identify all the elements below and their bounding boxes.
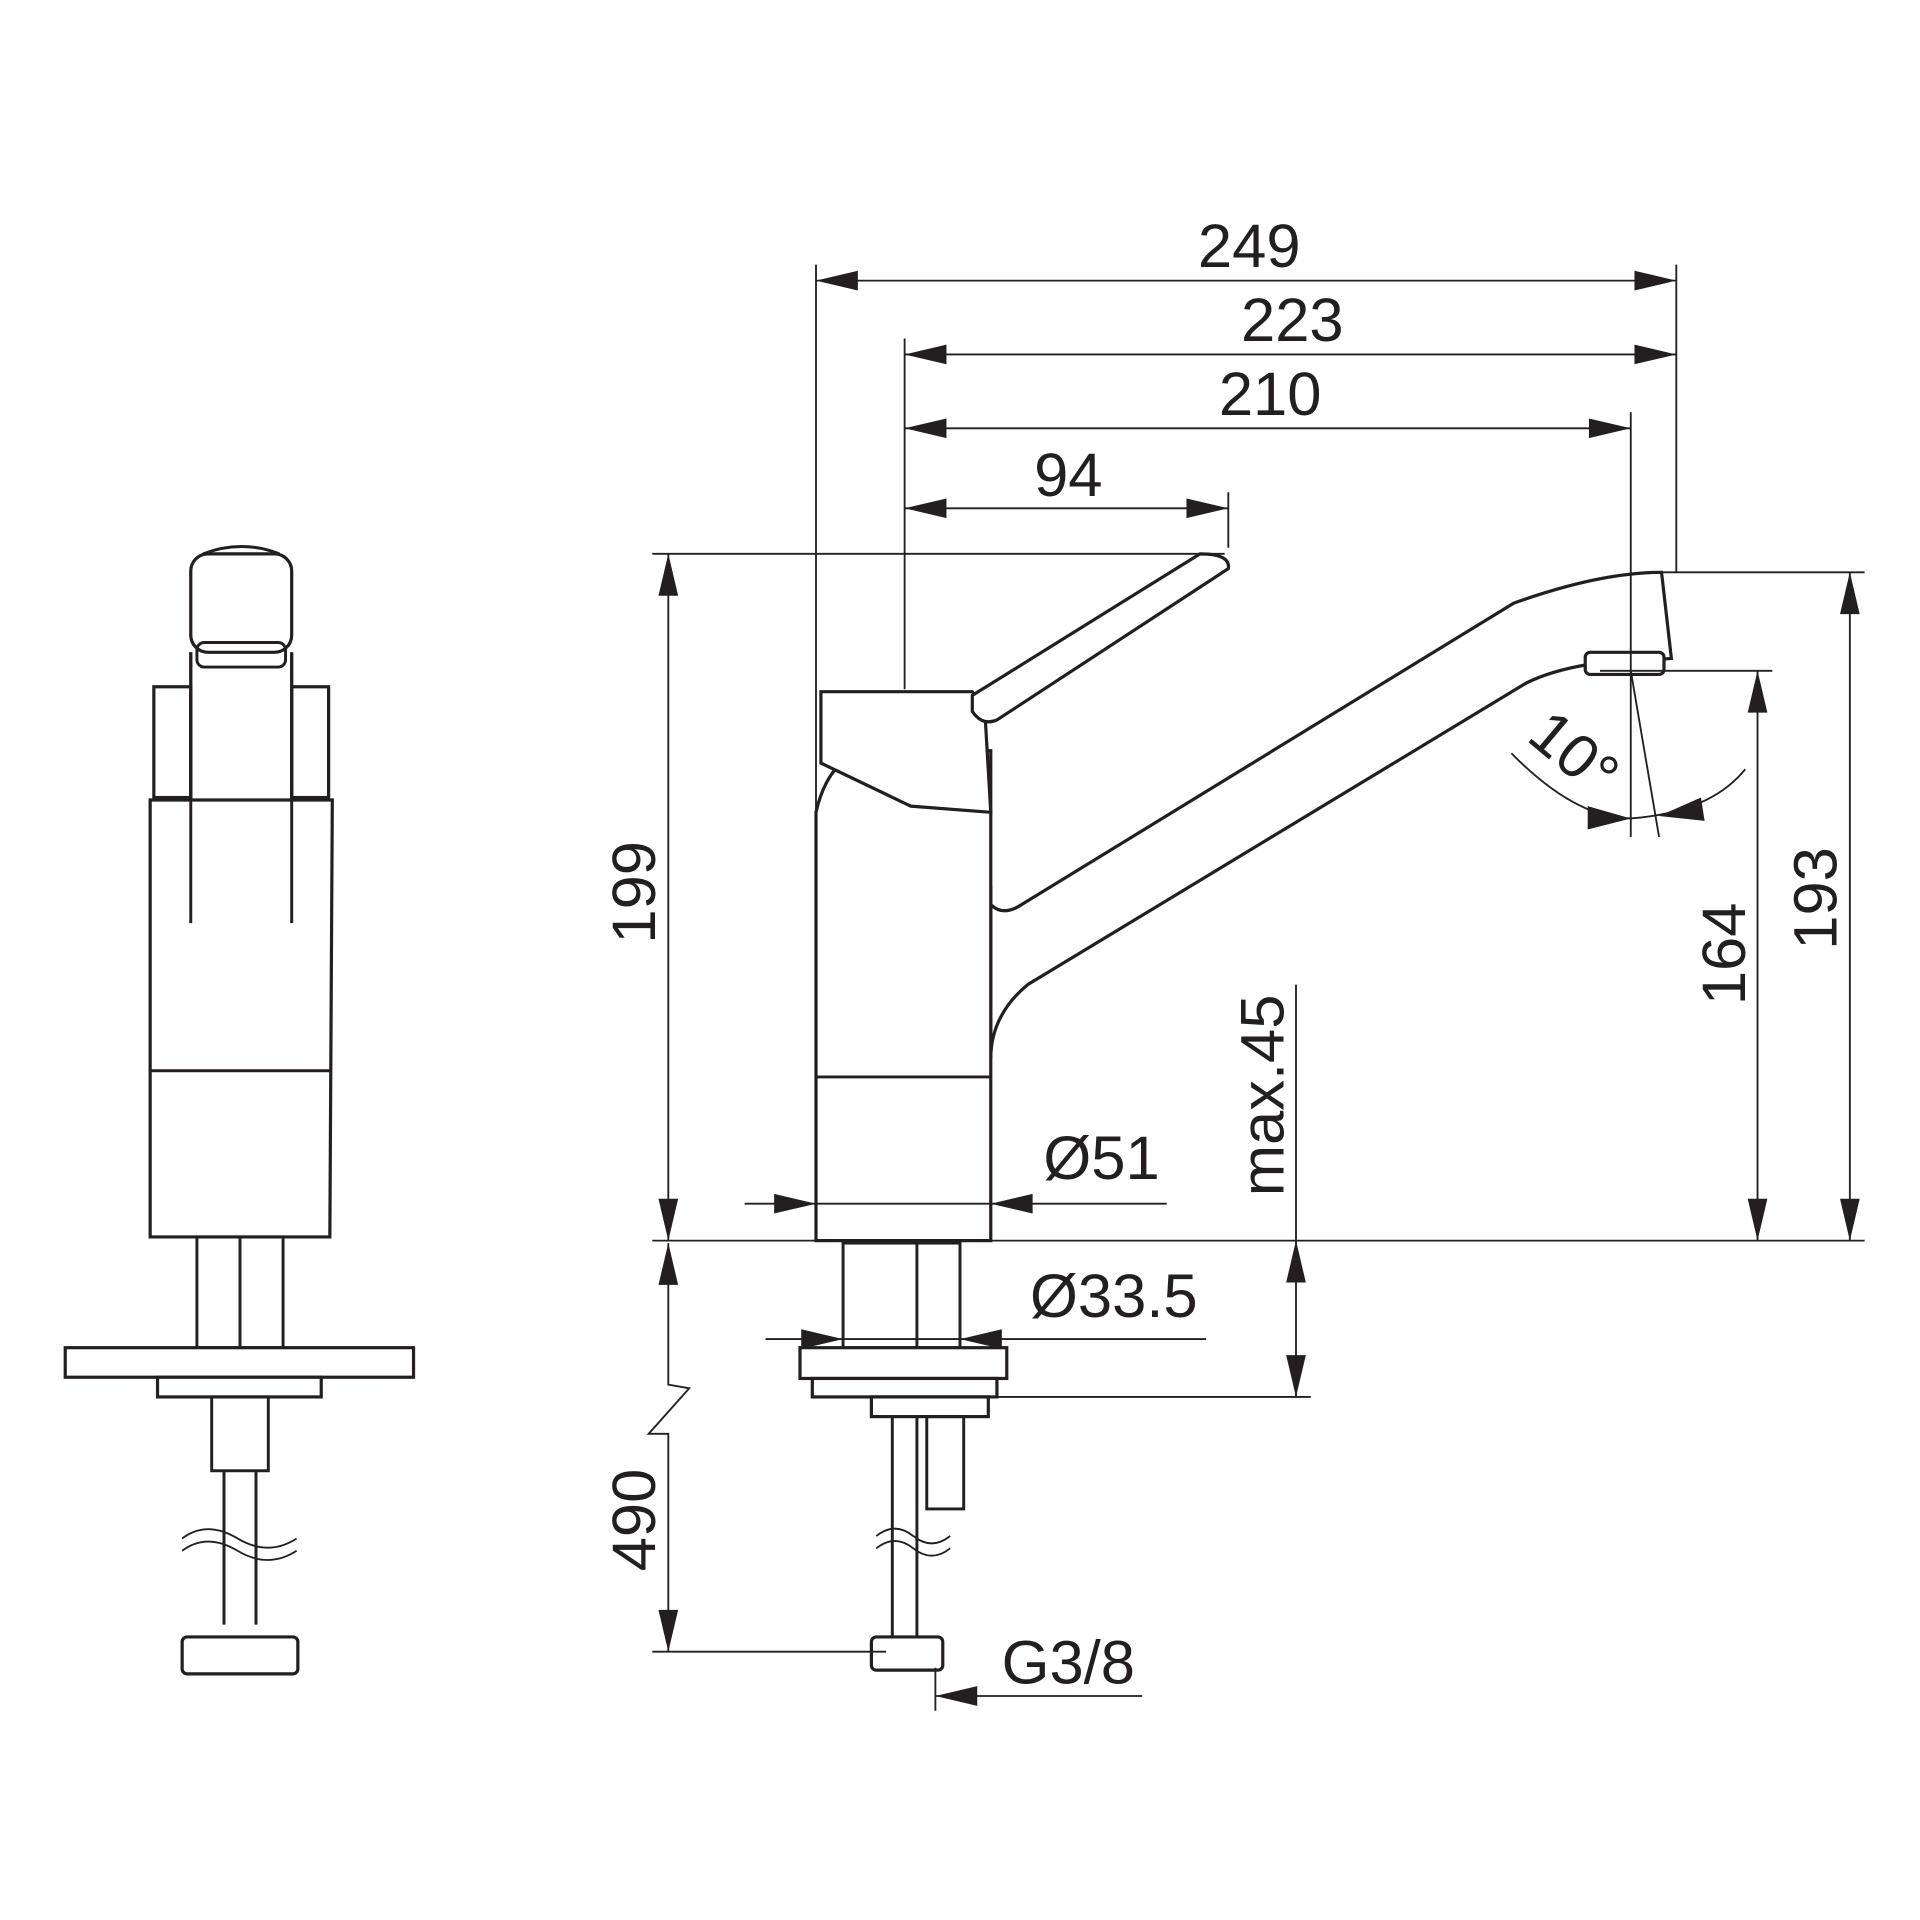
dim-164: 164 [1690, 903, 1759, 1006]
dimension-labels: 249 223 210 94 199 193 164 max.45 490 Ø5… [600, 212, 1851, 1698]
lever-cap [819, 690, 993, 815]
extension-lines [652, 264, 1865, 1711]
dim-g3-8: G3/8 [1002, 1629, 1135, 1698]
front-view [63, 545, 416, 1676]
dim-249: 249 [1198, 212, 1301, 281]
dimension-lines [646, 270, 1860, 1706]
side-view [798, 552, 1674, 1672]
dim-94: 94 [1034, 441, 1102, 510]
dim-223: 223 [1241, 286, 1344, 355]
dim-max45: max.45 [1229, 995, 1298, 1197]
dim-199: 199 [600, 841, 669, 944]
dim-210: 210 [1219, 360, 1322, 429]
dim-193: 193 [1781, 847, 1850, 950]
dim-d33-5: Ø33.5 [1030, 1262, 1198, 1331]
body [814, 749, 993, 1243]
dim-d51: Ø51 [1043, 1124, 1159, 1193]
lever-handle [970, 552, 1231, 724]
dim-10deg: 10° [1516, 697, 1632, 810]
dim-490: 490 [600, 1469, 669, 1572]
